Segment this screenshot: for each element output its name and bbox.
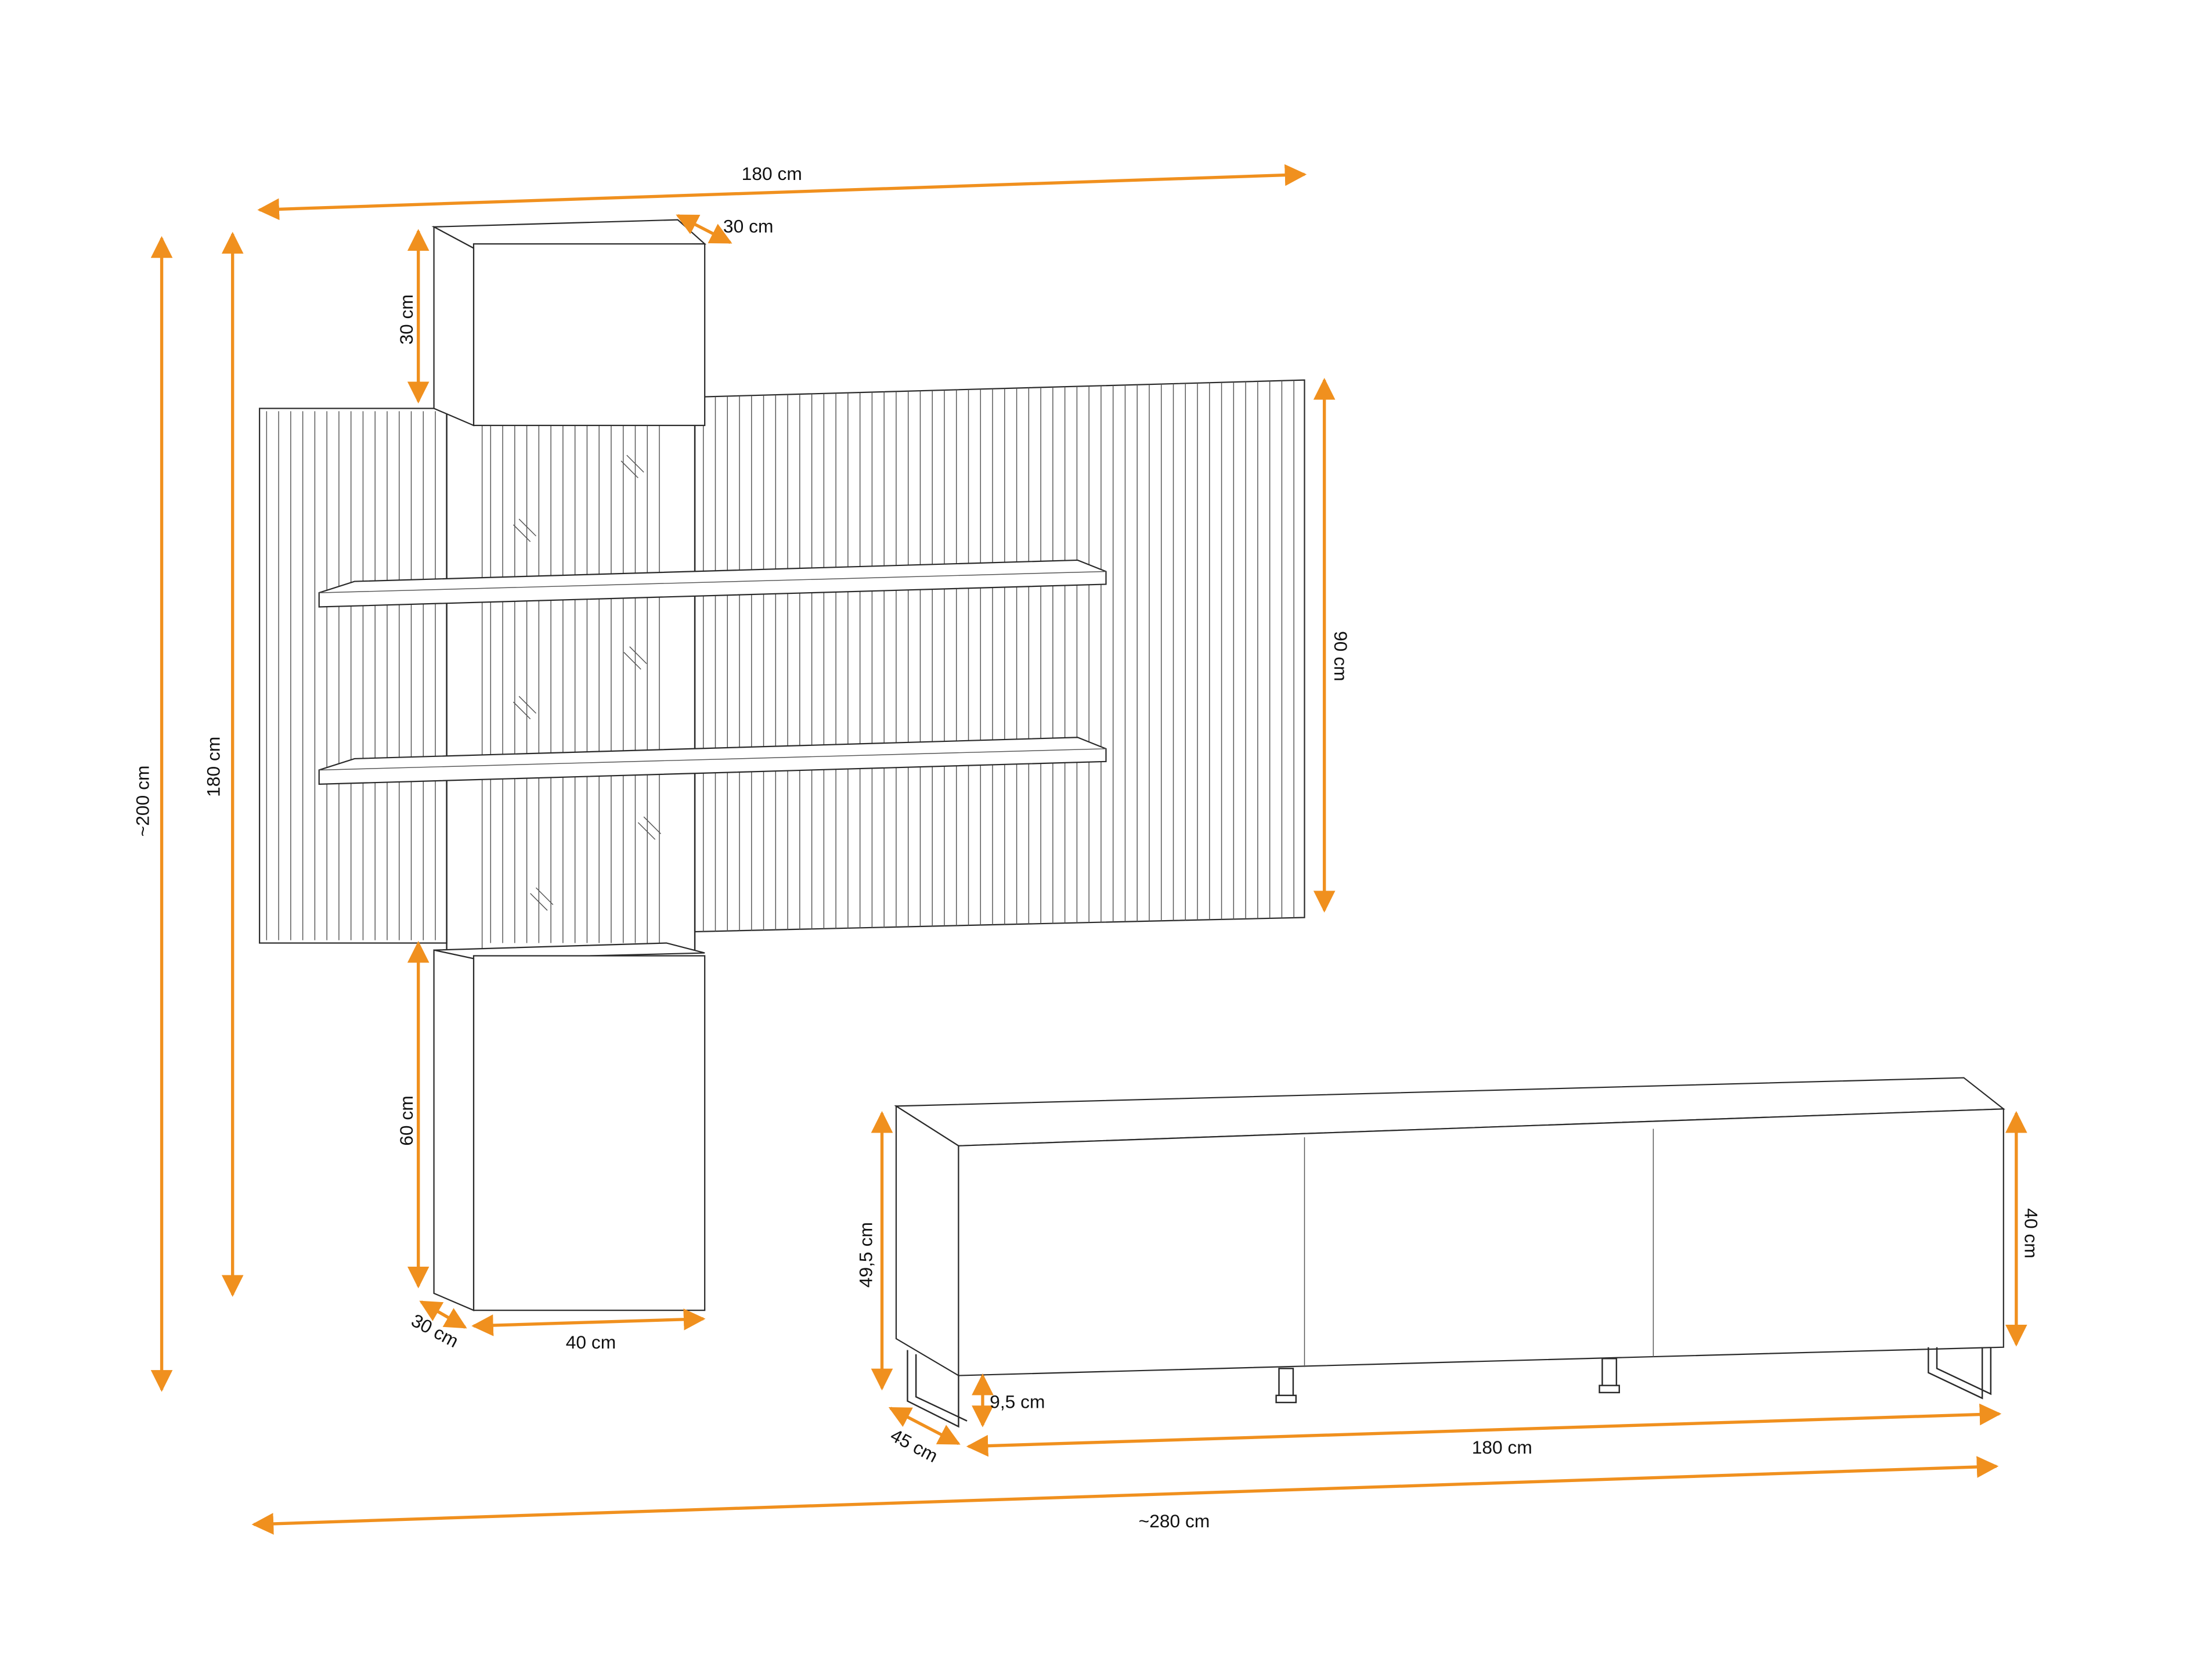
lower-shelf xyxy=(318,737,1107,785)
dim-wall-width xyxy=(257,164,1307,221)
dim-lower-depth xyxy=(419,1300,467,1329)
dim-total-width xyxy=(251,1456,1999,1535)
dimension-lines xyxy=(150,164,2027,1535)
label-tv-body-height: 40 cm xyxy=(2020,1208,2041,1258)
tv-stand-legs xyxy=(907,1347,1992,1428)
label-upper-height: 30 cm xyxy=(396,294,417,344)
upper-shelf xyxy=(318,559,1107,608)
label-unit-height: 180 cm xyxy=(203,737,224,797)
label-tv-total-height: 49,5 cm xyxy=(855,1222,876,1288)
glass-display-cabinet xyxy=(446,410,696,951)
label-tv-leg-height: 9,5 cm xyxy=(990,1391,1045,1412)
label-tv-width: 180 cm xyxy=(1472,1437,1532,1458)
dim-tv-width xyxy=(966,1403,2002,1457)
dim-upper-depth xyxy=(676,214,732,244)
right-slat-panel xyxy=(694,379,1305,933)
label-lower-height: 60 cm xyxy=(396,1095,417,1145)
label-panel-height: 90 cm xyxy=(1330,631,1351,681)
tv-stand xyxy=(894,1077,2005,1428)
label-lower-depth: 30 cm xyxy=(408,1310,462,1351)
label-upper-depth: 30 cm xyxy=(723,216,773,237)
label-lower-width: 40 cm xyxy=(566,1332,616,1353)
dimension-labels: 180 cm 30 cm 30 cm ~200 cm 180 cm 90 cm … xyxy=(132,163,2042,1531)
label-total-width: ~280 cm xyxy=(1139,1510,1210,1531)
dim-tv-depth xyxy=(888,1407,961,1445)
dim-lower-width xyxy=(471,1308,706,1336)
label-wall-width: 180 cm xyxy=(742,163,802,184)
left-slat-panel xyxy=(259,408,448,944)
upper-wall-cabinet xyxy=(431,219,706,427)
lower-wall-cabinet xyxy=(433,942,706,1311)
label-total-height: ~200 cm xyxy=(132,766,153,837)
